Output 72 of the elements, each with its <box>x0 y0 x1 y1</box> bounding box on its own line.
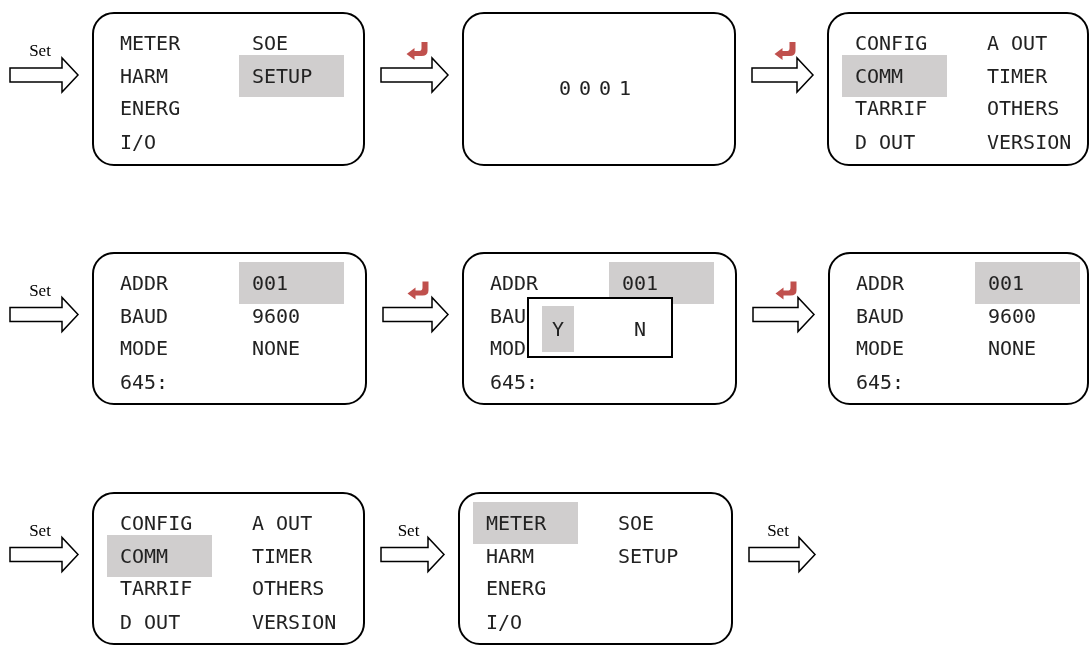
highlighted-menu-item: 001 <box>975 262 1080 304</box>
menu-item: METER <box>120 33 181 53</box>
menu-item: 9600 <box>988 306 1037 326</box>
hollow-arrow <box>380 56 450 94</box>
menu-item: 9600 <box>252 306 301 326</box>
option: N <box>624 306 656 352</box>
menu-item: A OUT <box>987 33 1048 53</box>
edge-label: Set <box>29 521 51 539</box>
lcd-screen <box>92 12 365 166</box>
menu-item: NONE <box>988 338 1037 358</box>
highlighted-menu-item: 001 <box>239 262 344 304</box>
hollow-arrow <box>751 56 815 94</box>
highlighted-option: Y <box>542 306 574 352</box>
edge-label: Set <box>767 521 789 539</box>
menu-item: MOD <box>490 338 527 358</box>
highlighted-menu-item: COMM <box>842 55 947 97</box>
menu-item: SETUP <box>618 546 679 566</box>
menu-item: HARM <box>486 546 535 566</box>
menu-item: ENERG <box>120 98 181 118</box>
menu-item: TARRIF <box>855 98 928 118</box>
menu-item: HARM <box>120 66 169 86</box>
menu-item: VERSION <box>252 612 337 632</box>
highlighted-menu-item: METER <box>473 502 578 544</box>
lcd-screen <box>92 252 367 405</box>
menu-item: TARRIF <box>120 578 193 598</box>
menu-item: BAUD <box>856 306 905 326</box>
menu-item: D OUT <box>120 612 181 632</box>
menu-item: NONE <box>252 338 301 358</box>
menu-item: ADDR <box>120 273 169 293</box>
menu-item: I/O <box>486 612 523 632</box>
hollow-arrow <box>380 535 446 574</box>
menu-item: I/O <box>120 132 157 152</box>
menu-item: ENERG <box>486 578 547 598</box>
menu-item: CONFIG <box>855 33 928 53</box>
hollow-arrow <box>748 535 817 574</box>
highlighted-menu-item: COMM <box>107 535 212 577</box>
lcd-screen <box>828 252 1089 405</box>
lcd-screen <box>462 252 737 405</box>
menu-item: ADDR <box>490 273 539 293</box>
hollow-arrow <box>9 535 80 574</box>
menu-item: TIMER <box>987 66 1048 86</box>
menu-item: BAU <box>490 306 527 326</box>
edge-label: Set <box>29 281 51 299</box>
menu-item: 645: <box>120 372 169 392</box>
menu-item: OTHERS <box>987 98 1060 118</box>
menu-item: MODE <box>856 338 905 358</box>
lcd-screen <box>458 492 733 645</box>
menu-item: 645: <box>856 372 905 392</box>
menu-item: TIMER <box>252 546 313 566</box>
hollow-arrow <box>9 56 80 94</box>
password-value: 0001 <box>557 78 641 98</box>
menu-item: SOE <box>252 33 289 53</box>
hollow-arrow <box>382 295 450 334</box>
menu-item: OTHERS <box>252 578 325 598</box>
edge-label: Set <box>397 521 420 539</box>
hollow-arrow <box>9 295 80 334</box>
edge-label: Set <box>29 42 51 59</box>
lcd-screen <box>92 492 365 645</box>
menu-item: D OUT <box>855 132 916 152</box>
lcd-screen <box>827 12 1089 166</box>
menu-item: VERSION <box>987 132 1072 152</box>
confirm-popup <box>527 297 673 358</box>
menu-item: 645: <box>490 372 539 392</box>
menu-item: ADDR <box>856 273 905 293</box>
lcd-screen <box>462 12 736 166</box>
hollow-arrow <box>752 295 816 334</box>
menu-item: CONFIG <box>120 513 193 533</box>
menu-item: SOE <box>618 513 655 533</box>
menu-item: BAUD <box>120 306 169 326</box>
menu-item: MODE <box>120 338 169 358</box>
highlighted-menu-item: SETUP <box>239 55 344 97</box>
menu-item: A OUT <box>252 513 313 533</box>
